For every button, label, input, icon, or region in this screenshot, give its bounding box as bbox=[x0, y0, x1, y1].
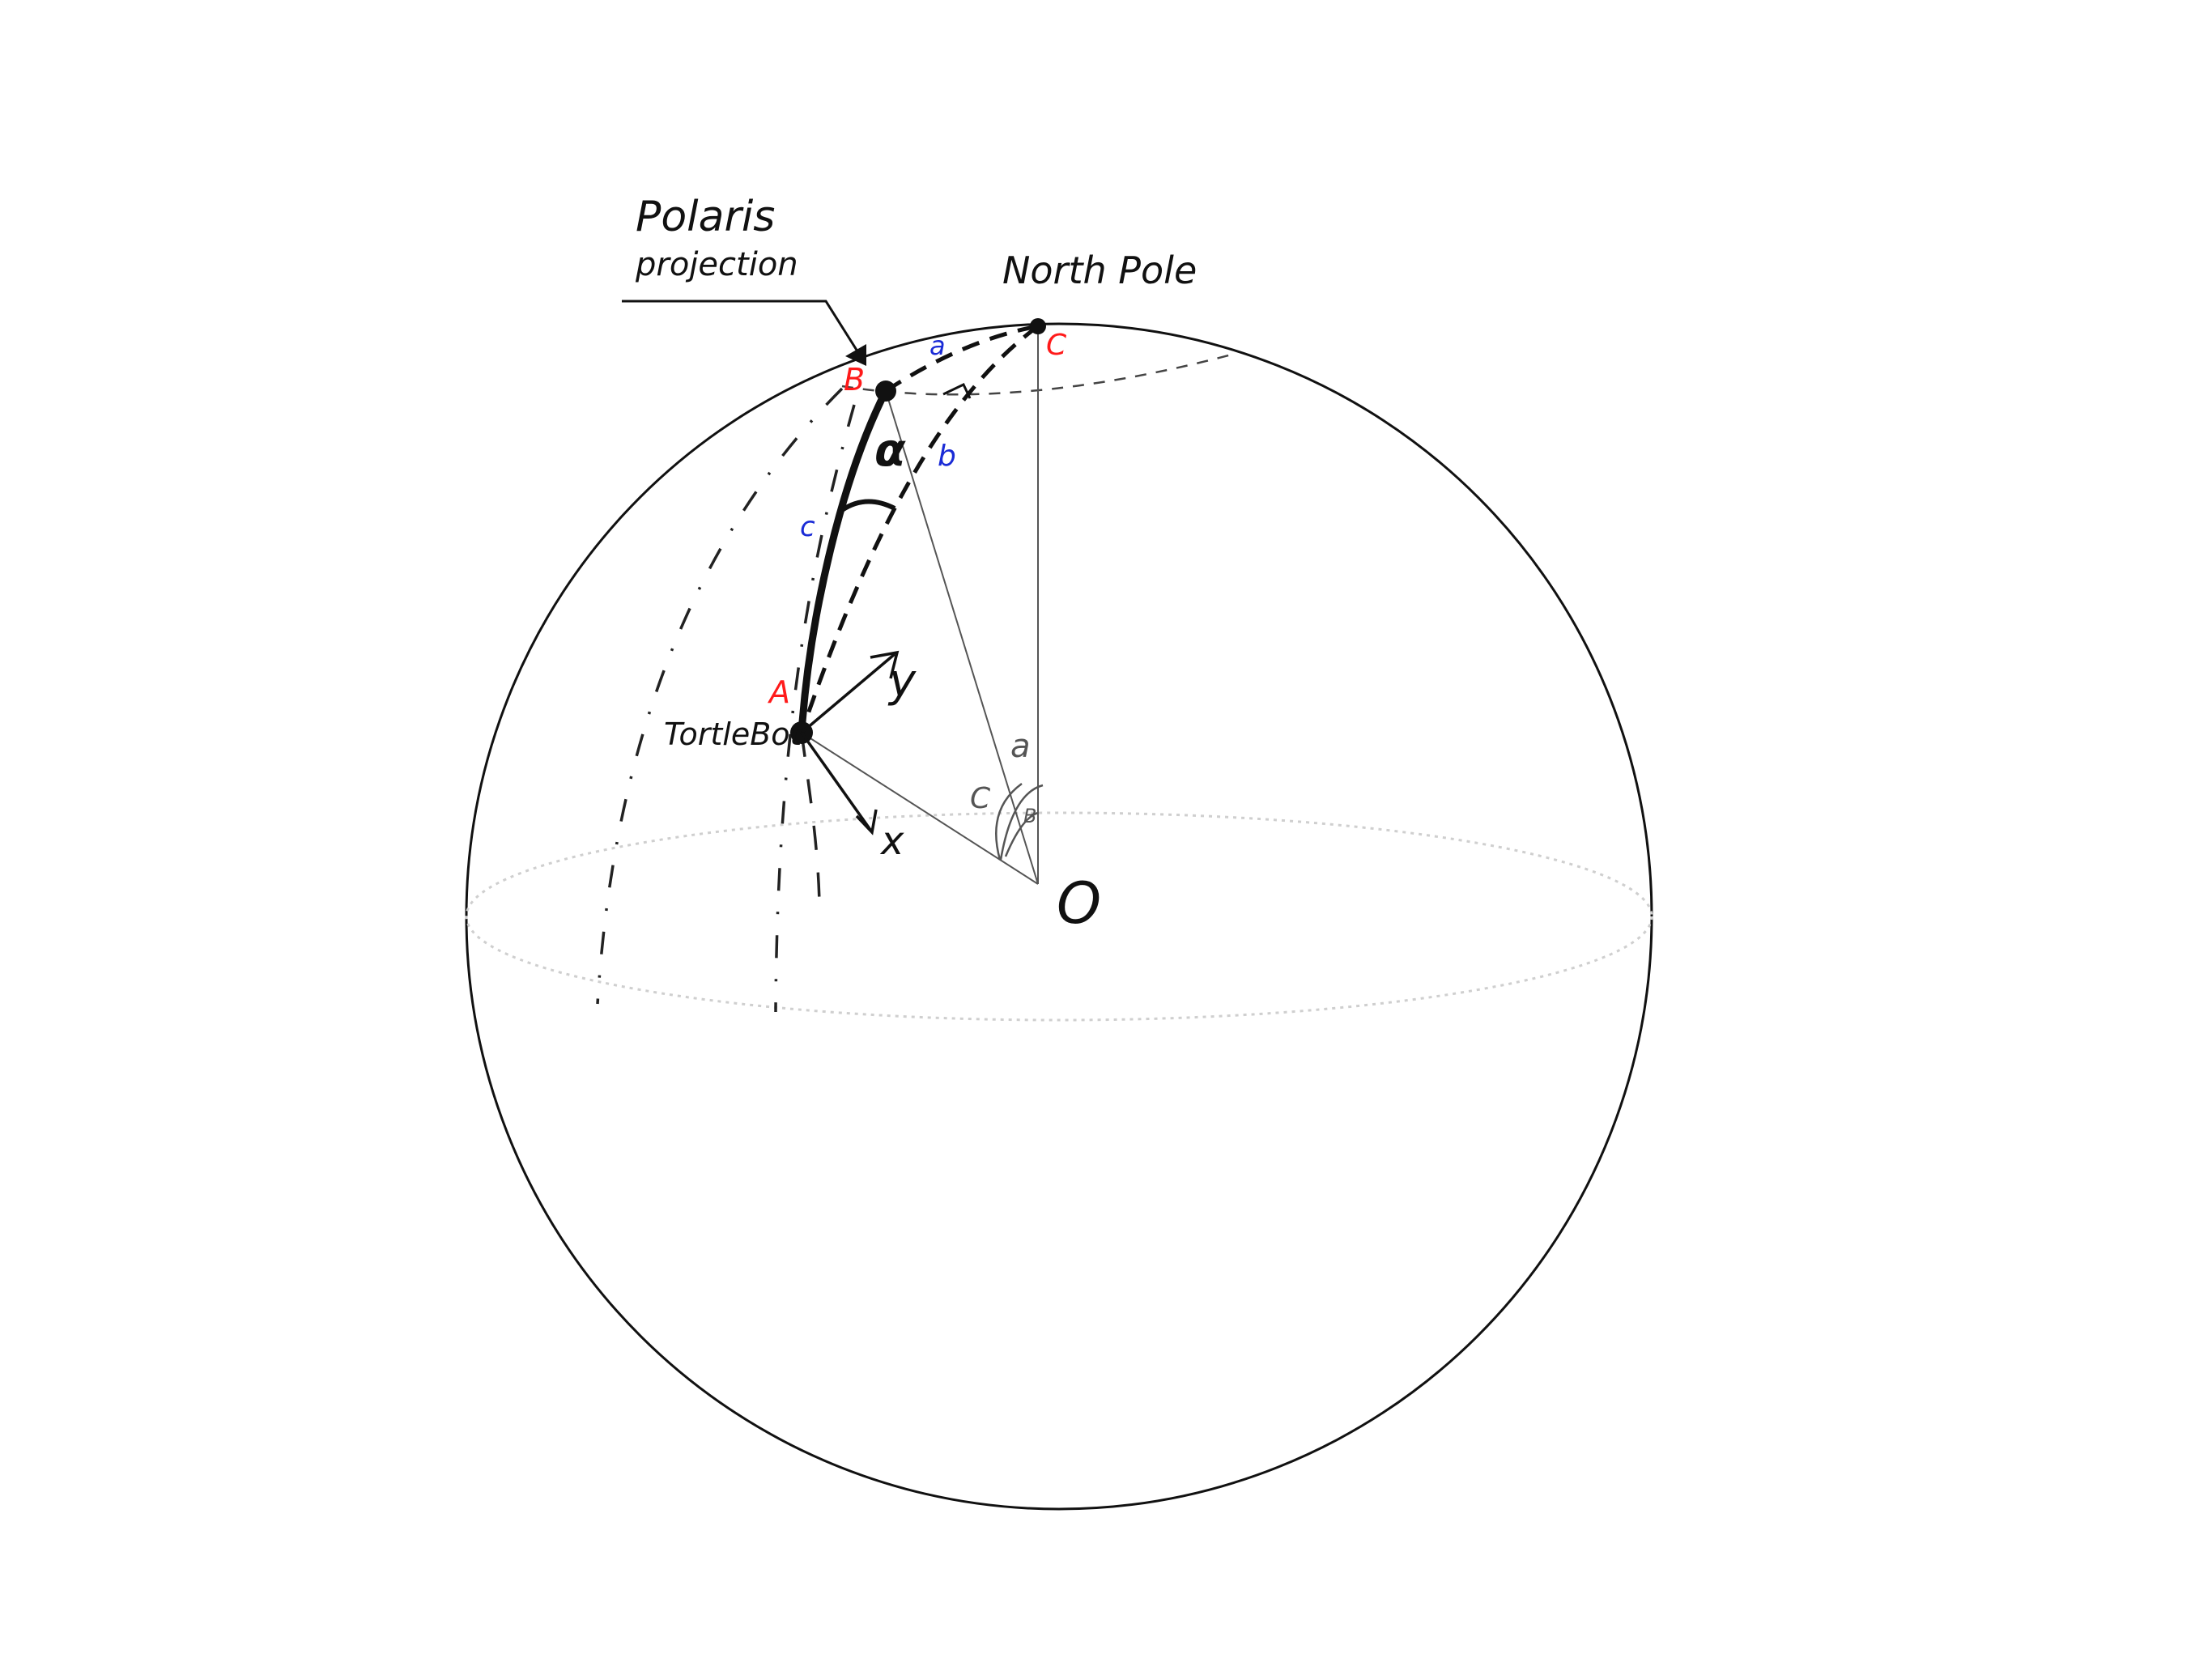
equator bbox=[465, 811, 1653, 1022]
vertex-c-dot bbox=[1030, 318, 1046, 334]
vertex-c-label: C bbox=[1046, 329, 1067, 362]
right-angle-marker bbox=[942, 382, 972, 399]
tortlebot-label: TortleBot bbox=[664, 716, 804, 752]
arc-a-label: a bbox=[929, 330, 946, 361]
origin-label: O bbox=[1057, 870, 1101, 937]
arc-b-label: b bbox=[938, 440, 956, 473]
vertex-b-dot bbox=[875, 380, 896, 402]
radius-ob bbox=[885, 390, 1039, 885]
arc-c-label: c bbox=[800, 511, 815, 543]
polaris-label-line1: Polaris bbox=[636, 193, 775, 241]
center-angle-c-label: C bbox=[970, 782, 991, 815]
x-axis-arrowhead bbox=[855, 809, 878, 835]
meridian-through-a bbox=[800, 732, 821, 903]
polaris-pointer-line bbox=[622, 300, 865, 361]
polaris-pointer-arrowhead bbox=[845, 344, 866, 366]
angle-arc-a bbox=[999, 784, 1044, 861]
polaris-label-line2: projection bbox=[635, 246, 798, 283]
angle-arc-c bbox=[995, 782, 1023, 861]
center-angle-b-label: B bbox=[1023, 805, 1036, 827]
arc-c bbox=[798, 389, 890, 733]
angle-alpha-label: α bbox=[874, 424, 906, 477]
vertex-b-label: B bbox=[844, 362, 865, 397]
y-axis-label: y bbox=[887, 655, 917, 708]
north-pole-label: North Pole bbox=[1002, 249, 1197, 292]
arc-a bbox=[884, 324, 1039, 393]
arc-b bbox=[799, 324, 1040, 733]
vertex-a-label: A bbox=[767, 674, 790, 710]
meridian-left bbox=[774, 404, 856, 1013]
x-axis-arrow bbox=[800, 731, 872, 831]
center-angle-a-label: a bbox=[1010, 728, 1031, 765]
radius-oa bbox=[801, 732, 1039, 885]
x-axis-label: x bbox=[879, 818, 904, 864]
angle-arc-b bbox=[1004, 811, 1039, 857]
y-axis-arrow bbox=[800, 653, 896, 734]
arc-tick-mark bbox=[840, 499, 896, 512]
y-axis-arrowhead bbox=[870, 650, 900, 679]
meridian-far-left bbox=[596, 387, 844, 1005]
